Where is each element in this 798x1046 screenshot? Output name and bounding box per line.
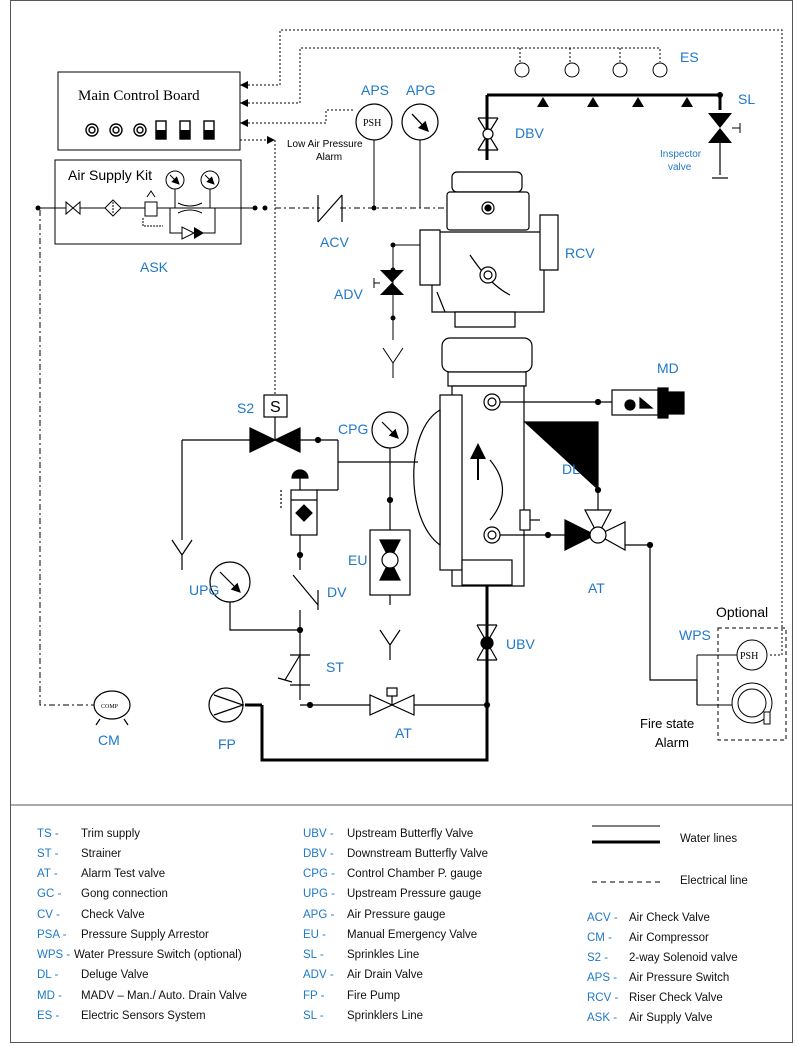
legend-item: SL -Sprinklers Line [303, 1010, 424, 1022]
label-low-air-alarm: Alarm [316, 152, 342, 163]
adv-drain-valve-icon [373, 242, 420, 378]
apg-gauge-icon [401, 103, 439, 208]
legend-item: APG -Air Pressure gauge [303, 909, 446, 921]
dl-deluge-valve-body [413, 337, 540, 587]
dbv-butterfly-valve-icon [477, 117, 499, 151]
legend-item: CM -Air Compressor [587, 932, 709, 944]
label-low-air: Low Air Pressure [287, 139, 363, 150]
label-inspector: Inspector [660, 149, 702, 160]
label-rcv: RCV [565, 245, 595, 261]
legend-electrical-line: Electrical line [680, 875, 748, 887]
legend-item: WPS -Water Pressure Switch (optional) [37, 949, 242, 961]
legend-item: ADV -Air Drain Valve [303, 969, 423, 981]
legend-item: PSA -Pressure Supply Arrestor [37, 929, 209, 941]
diagram-labels: ES SL DBV APS APG Low Air Pressure Alarm… [98, 49, 768, 752]
label-upg: UPG [189, 582, 219, 598]
label-apg: APG [406, 82, 436, 98]
label-optional: Optional [716, 604, 768, 620]
acv-check-valve-icon [317, 194, 343, 223]
label-s2: S2 [237, 400, 254, 416]
label-adv: ADV [334, 286, 363, 302]
legend-item: EU -Manual Emergency Valve [303, 929, 478, 941]
page-frame [10, 0, 793, 1043]
legend-item: CPG -Control Chamber P. gauge [303, 868, 483, 880]
label-acv: ACV [320, 234, 349, 250]
label-fire-alarm: Alarm [655, 735, 689, 750]
legend-item: RCV -Riser Check Valve [587, 992, 723, 1004]
legend-item: ASK -Air Supply Valve [587, 1012, 713, 1024]
legend-item: ST -Strainer [37, 848, 122, 860]
line-legend-swatches [592, 825, 660, 883]
legend-item: DL -Deluge Valve [37, 969, 149, 981]
air-supply-kit: Air Supply Kit [35, 159, 268, 245]
cm-compressor-icon: COMP [93, 690, 131, 726]
ubv-butterfly-valve-icon [476, 624, 498, 661]
label-aps: APS [361, 82, 389, 98]
at-alarm-test-valve-bottom-icon [300, 687, 491, 716]
label-fire-state: Fire state [640, 716, 694, 731]
label-st: ST [326, 659, 344, 675]
label-es: ES [680, 49, 699, 65]
rcv-valve-body [419, 171, 559, 328]
label-dl: DL [562, 461, 580, 477]
label-ubv: UBV [506, 636, 535, 652]
label-cpg: CPG [338, 421, 368, 437]
label-cm: CM [98, 732, 120, 748]
control-board-title: Main Control Board [78, 88, 200, 104]
inspector-valve-icon [708, 113, 741, 179]
label-fp: FP [218, 736, 236, 752]
label-wps: WPS [679, 627, 711, 643]
cpg-gauge-icon [371, 411, 409, 530]
es-sensors [514, 62, 668, 78]
legend-item: GC -Gong connection [37, 888, 168, 900]
s2-solenoid-valve-icon: S [171, 394, 418, 570]
legend-item: TS -Trim supply [37, 828, 140, 840]
sprinkler-heads [537, 97, 693, 107]
st-strainer-icon [277, 654, 310, 686]
legend-item: ACV -Air Check Valve [587, 912, 710, 924]
label-at-bottom: AT [395, 725, 412, 741]
label-inspector-valve: valve [668, 162, 692, 173]
aps-switch: PSH [355, 103, 393, 208]
svg-text:PSH: PSH [740, 651, 758, 662]
label-sl: SL [738, 91, 755, 107]
legend-item: FP -Fire Pump [303, 990, 401, 1002]
legend-item: SL -Sprinkles Line [303, 949, 420, 961]
legend-item: DBV -Downstream Butterfly Valve [303, 848, 489, 860]
upg-gauge-icon [209, 561, 300, 631]
label-md: MD [657, 360, 679, 376]
pressure-device-icon [280, 469, 318, 570]
legend-item: UPG -Upstream Pressure gauge [303, 888, 482, 900]
legend-item: MD -MADV – Man./ Auto. Drain Valve [37, 990, 247, 1002]
electrical-arrows [240, 81, 275, 144]
svg-text:S: S [270, 399, 281, 416]
legend: TS -Trim supply ST -Strainer AT -Alarm T… [0, 818, 798, 1038]
label-dbv: DBV [515, 125, 544, 141]
legend-item: S2 -2-way Solenoid valve [587, 952, 738, 964]
legend-item: APS -Air Pressure Switch [587, 972, 730, 984]
legend-item: CV -Check Valve [37, 909, 145, 921]
main-control-board: Main Control Board [57, 71, 241, 151]
dv-check-valve-icon [292, 574, 319, 700]
air-supply-kit-title: Air Supply Kit [68, 167, 152, 183]
at-alarm-test-valve-right-icon [500, 421, 698, 705]
legend-item: UBV -Upstream Butterfly Valve [303, 828, 474, 840]
wps-optional-box: PSH [696, 627, 787, 741]
label-eu: EU [348, 552, 367, 568]
label-dv: DV [327, 584, 347, 600]
label-at-right: AT [588, 580, 605, 596]
svg-text:PSH: PSH [363, 118, 381, 129]
legend-water-lines: Water lines [680, 833, 738, 845]
fp-fire-pump-icon [208, 687, 245, 723]
eu-emergency-valve-icon [369, 529, 411, 660]
svg-text:COMP: COMP [101, 704, 119, 710]
legend-item: ES -Electric Sensors System [37, 1010, 206, 1022]
md-drain-valve-icon [500, 387, 685, 419]
legend-item: AT -Alarm Test valve [37, 868, 166, 880]
label-ask: ASK [140, 259, 169, 275]
